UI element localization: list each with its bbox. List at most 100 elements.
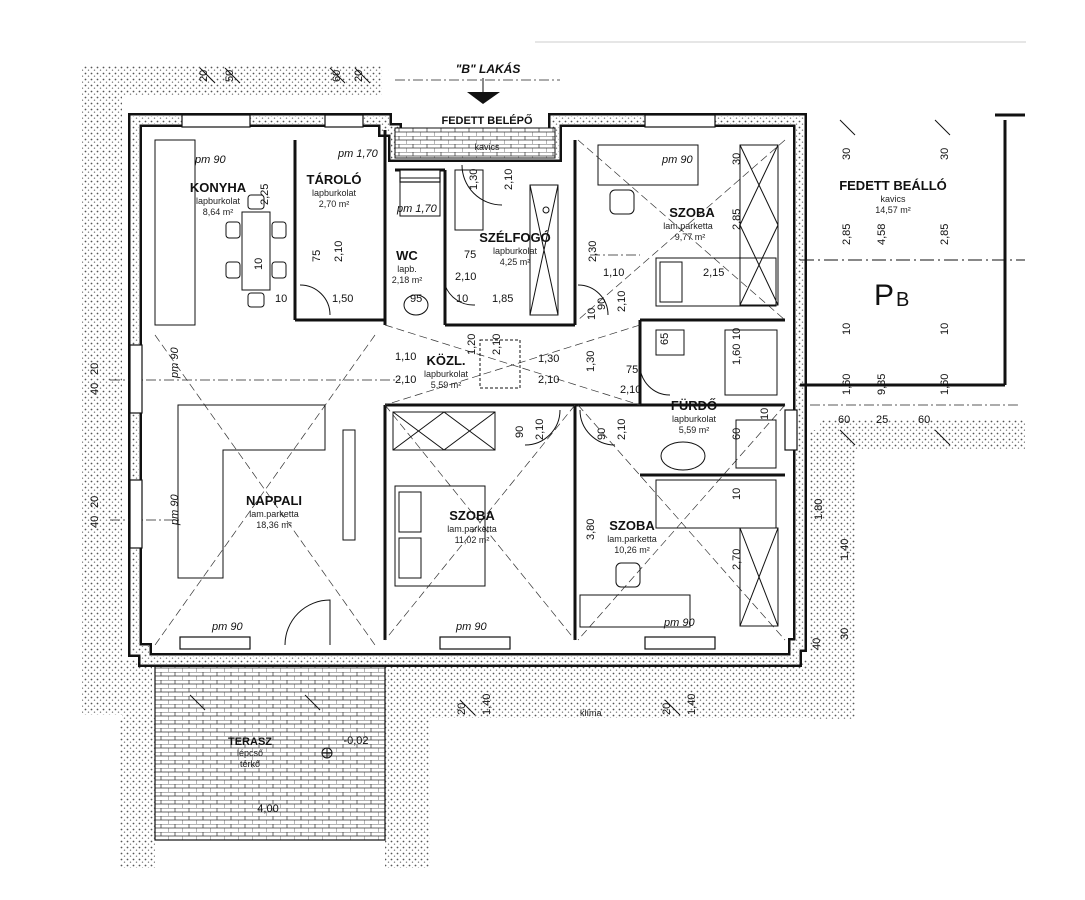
room-name: TÁROLÓ — [307, 172, 362, 187]
ground-hatch-terrace-left — [120, 718, 155, 868]
room-area: 8,64 m² — [203, 207, 234, 217]
svg-text:3,80: 3,80 — [585, 519, 597, 540]
svg-text:10: 10 — [253, 258, 265, 270]
svg-text:20: 20 — [661, 703, 673, 715]
terrace-name: TERASZ — [228, 736, 272, 748]
windows — [129, 114, 798, 650]
svg-text:1,40: 1,40 — [686, 694, 698, 715]
svg-text:4,58: 4,58 — [876, 224, 888, 245]
ground-hatch-left — [82, 95, 122, 715]
parking-sub: kavics — [880, 194, 906, 204]
furniture — [154, 139, 779, 628]
room-floor: lapburkolat — [493, 246, 538, 256]
svg-text:20: 20 — [353, 70, 365, 82]
parking-sign: P — [874, 279, 894, 312]
svg-text:90: 90 — [596, 298, 608, 310]
doors — [284, 164, 671, 646]
svg-text:1,10: 1,10 — [603, 267, 624, 279]
room-tarolo: TÁROLÓ lapburkolat 2,70 m² — [307, 172, 362, 209]
dimension-ticks — [189, 67, 951, 716]
svg-text:2,10: 2,10 — [616, 419, 628, 440]
svg-text:30: 30 — [731, 153, 743, 165]
svg-text:2,25: 2,25 — [259, 184, 271, 205]
svg-text:60: 60 — [331, 70, 343, 82]
room-floor: lam.parketta — [607, 534, 657, 544]
svg-text:1,60: 1,60 — [841, 374, 853, 395]
svg-text:30: 30 — [939, 148, 951, 160]
parking-walls — [800, 113, 1025, 387]
room-szoba-3: SZOBA lam.parketta 10,26 m² — [607, 518, 657, 555]
svg-text:1,40: 1,40 — [839, 539, 851, 560]
room-szelfogo: SZÉLFOGÓ lapburkolat 4,25 m² — [479, 230, 551, 267]
room-floor: lam.parketta — [663, 221, 713, 231]
room-name: KONYHA — [190, 180, 247, 195]
terrace: TERASZ lépcső térkő -0,02 4,00 — [228, 735, 369, 815]
svg-text:pm 90: pm 90 — [661, 154, 693, 166]
room-name: NAPPALI — [246, 493, 302, 508]
svg-text:1,30: 1,30 — [538, 353, 559, 365]
entrance-sub: kavics — [474, 142, 500, 152]
svg-text:20: 20 — [89, 363, 101, 375]
svg-text:2,70: 2,70 — [731, 549, 743, 570]
svg-text:75: 75 — [626, 364, 638, 376]
svg-text:pm 90: pm 90 — [169, 494, 181, 526]
room-area: 5,59 m² — [679, 425, 710, 435]
terrace-dim: 4,00 — [257, 803, 278, 815]
svg-text:10: 10 — [731, 328, 743, 340]
svg-text:2,85: 2,85 — [731, 209, 743, 230]
svg-text:10: 10 — [731, 488, 743, 500]
svg-text:pm 1,70: pm 1,70 — [396, 203, 438, 215]
svg-text:pm 1,70: pm 1,70 — [337, 148, 379, 160]
room-area: 5,59 m² — [431, 380, 462, 390]
entrance-paving — [394, 127, 556, 159]
pattern-label: klíma — [580, 708, 602, 718]
svg-text:60: 60 — [838, 414, 850, 426]
svg-text:30: 30 — [841, 148, 853, 160]
ground-hatch-bottom-left — [122, 660, 152, 718]
room-kozl: KÖZL. lapburkolat 5,59 m² — [424, 353, 469, 390]
svg-text:pm 90: pm 90 — [194, 154, 226, 166]
ground-hatch-right — [810, 430, 855, 720]
svg-text:pm 90: pm 90 — [211, 621, 243, 633]
terrace-sub2: térkő — [240, 759, 260, 769]
svg-text:75: 75 — [311, 250, 323, 262]
svg-text:25: 25 — [876, 414, 888, 426]
svg-text:20: 20 — [456, 703, 468, 715]
ground-hatch-bottom — [385, 660, 855, 718]
room-szoba-1: SZOBA lam.parketta 9,77 m² — [663, 205, 715, 242]
svg-text:2,10: 2,10 — [455, 271, 476, 283]
svg-text:1,20: 1,20 — [466, 334, 478, 355]
svg-text:2,10: 2,10 — [333, 241, 345, 262]
room-name: WC — [396, 248, 418, 263]
svg-text:pm 90: pm 90 — [455, 621, 487, 633]
parking-area: FEDETT BEÁLLÓ kavics 14,57 m² P B — [839, 178, 947, 312]
room-konyha: KONYHA lapburkolat 8,64 m² — [190, 180, 247, 217]
svg-text:90: 90 — [596, 428, 608, 440]
grid-lines — [110, 79, 1020, 521]
svg-text:10: 10 — [759, 408, 771, 420]
terrace-sub1: lépcső — [237, 748, 263, 758]
svg-text:pm 90: pm 90 — [663, 617, 695, 629]
svg-text:1,60: 1,60 — [731, 344, 743, 365]
room-area: 2,70 m² — [319, 199, 350, 209]
entrance-arrow — [467, 92, 500, 104]
room-floor: lapburkolat — [312, 188, 357, 198]
svg-text:60: 60 — [918, 414, 930, 426]
room-floor: lam.parketta — [447, 524, 497, 534]
room-area: 18,36 m² — [256, 520, 292, 530]
room-floor: lapb. — [397, 264, 417, 274]
svg-text:2,10: 2,10 — [395, 374, 416, 386]
parking-area-value: 14,57 m² — [875, 205, 911, 215]
room-floor: lam.parketta — [249, 509, 299, 519]
room-diagonals — [154, 139, 786, 646]
room-name: SZOBA — [609, 518, 655, 533]
svg-text:20: 20 — [198, 70, 210, 82]
svg-text:95: 95 — [410, 293, 422, 305]
svg-text:1,60: 1,60 — [939, 374, 951, 395]
svg-text:1,30: 1,30 — [585, 351, 597, 372]
svg-text:2,10: 2,10 — [616, 291, 628, 312]
svg-text:2,10: 2,10 — [620, 384, 641, 396]
svg-text:1,85: 1,85 — [492, 293, 513, 305]
svg-text:2,10: 2,10 — [538, 374, 559, 386]
parking-name: FEDETT BEÁLLÓ — [839, 178, 947, 193]
